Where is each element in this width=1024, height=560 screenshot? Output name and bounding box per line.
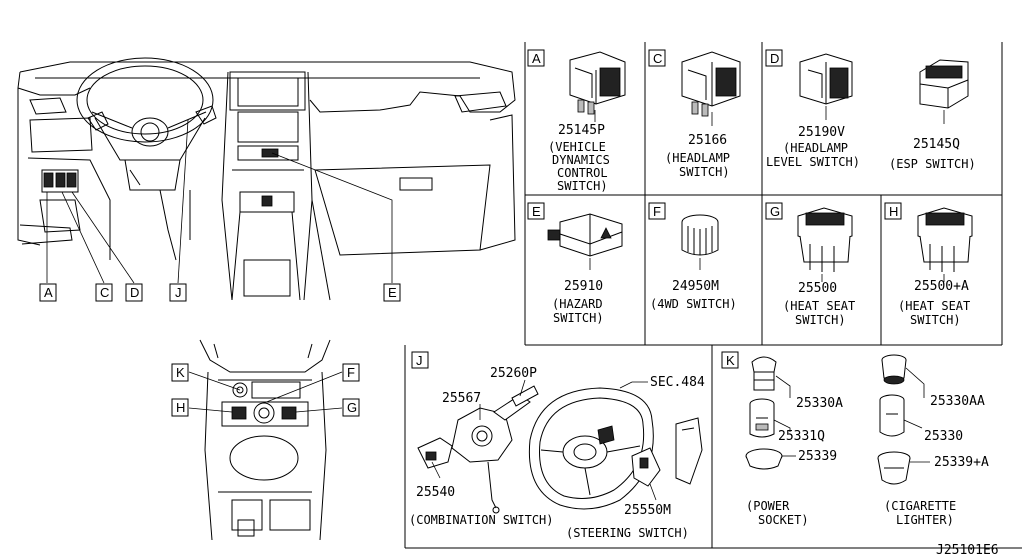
svg-text:CONTROL: CONTROL xyxy=(557,166,608,180)
switch-24950m-drawing xyxy=(681,214,719,270)
svg-text:25331Q: 25331Q xyxy=(778,429,825,444)
dashboard-overview xyxy=(17,57,516,301)
svg-text:J: J xyxy=(416,353,423,368)
overview-label-a: A xyxy=(39,283,57,302)
switch-25190v-drawing xyxy=(799,53,853,120)
panel-d: D 25190V (HEADLAMP LEVEL SWITCH) xyxy=(765,49,860,169)
svg-text:SWITCH): SWITCH) xyxy=(679,165,730,179)
panel-esp: 25145Q (ESP SWITCH) xyxy=(889,59,976,171)
svg-text:25540: 25540 xyxy=(416,485,455,500)
svg-text:(HEADLAMP: (HEADLAMP xyxy=(783,141,848,155)
switch-25500a-drawing xyxy=(917,207,973,282)
svg-text:25330A: 25330A xyxy=(796,396,843,411)
panel-a: A 25145P (VEHICLE DYNAMICS CONTROL SWITC… xyxy=(527,49,626,193)
svg-text:D: D xyxy=(130,285,139,300)
svg-text:(STEERING SWITCH): (STEERING SWITCH) xyxy=(566,526,689,540)
svg-text:A: A xyxy=(532,51,541,66)
svg-text:(ESP SWITCH): (ESP SWITCH) xyxy=(889,157,976,171)
svg-text:SWITCH): SWITCH) xyxy=(557,179,608,193)
svg-text:C: C xyxy=(100,285,109,300)
console-label-h: H xyxy=(171,398,189,417)
switch-25145p-drawing xyxy=(569,51,626,122)
svg-text:E: E xyxy=(388,285,397,300)
svg-text:25500: 25500 xyxy=(798,281,837,296)
svg-text:K: K xyxy=(726,353,735,368)
svg-text:C: C xyxy=(653,51,662,66)
svg-text:25330AA: 25330AA xyxy=(930,394,985,409)
panel-f: F 24950M (4WD SWITCH) xyxy=(648,202,737,311)
svg-text:G: G xyxy=(347,400,357,415)
panel-grid-lines xyxy=(404,42,1022,549)
svg-text:K: K xyxy=(176,365,185,380)
svg-text:25550M: 25550M xyxy=(624,503,671,518)
svg-text:(HEAT SEAT: (HEAT SEAT xyxy=(898,299,970,313)
svg-text:(VEHICLE: (VEHICLE xyxy=(548,140,606,154)
console-label-g: G xyxy=(342,398,360,417)
svg-text:25166: 25166 xyxy=(688,133,727,148)
svg-text:SEC.484: SEC.484 xyxy=(650,375,705,390)
overview-label-j: J xyxy=(169,283,187,302)
overview-label-c: C xyxy=(95,283,113,302)
svg-text:F: F xyxy=(653,204,661,219)
svg-text:25910: 25910 xyxy=(564,279,603,294)
svg-text:SOCKET): SOCKET) xyxy=(758,513,809,527)
svg-text:25190V: 25190V xyxy=(798,125,845,140)
steering-wheel-drawing xyxy=(528,381,703,510)
console-label-f: F xyxy=(342,363,360,382)
svg-text:25500+A: 25500+A xyxy=(914,279,969,294)
svg-text:SWITCH): SWITCH) xyxy=(553,311,604,325)
svg-text:24950M: 24950M xyxy=(672,279,719,294)
svg-text:(HAZARD: (HAZARD xyxy=(552,297,603,311)
switch-25910-drawing xyxy=(547,213,623,270)
svg-text:25339+A: 25339+A xyxy=(934,455,989,470)
switch-25166-drawing xyxy=(681,51,741,126)
svg-text:(COMBINATION SWITCH): (COMBINATION SWITCH) xyxy=(409,513,554,527)
svg-text:SWITCH): SWITCH) xyxy=(910,313,961,327)
combination-switch-drawing xyxy=(417,379,539,514)
power-socket-drawing xyxy=(745,356,796,470)
svg-text:SWITCH): SWITCH) xyxy=(795,313,846,327)
svg-text:(HEADLAMP: (HEADLAMP xyxy=(665,151,730,165)
svg-text:DYNAMICS: DYNAMICS xyxy=(552,153,610,167)
svg-text:25567: 25567 xyxy=(442,391,481,406)
center-console xyxy=(188,339,343,541)
svg-text:H: H xyxy=(176,400,185,415)
svg-text:25145P: 25145P xyxy=(558,123,605,138)
switch-25145q-drawing xyxy=(919,59,969,124)
panel-c: C 25166 (HEADLAMP SWITCH) xyxy=(648,49,741,179)
svg-text:LEVEL SWITCH): LEVEL SWITCH) xyxy=(766,155,860,169)
panel-g: G 25500 (HEAT SEAT SWITCH) xyxy=(765,202,855,327)
svg-text:25330: 25330 xyxy=(924,429,963,444)
svg-text:E: E xyxy=(532,204,541,219)
switch-25500-drawing xyxy=(797,207,853,282)
svg-text:A: A xyxy=(44,285,53,300)
panel-e: E 25910 (HAZARD SWITCH) xyxy=(527,202,623,325)
panel-j: J xyxy=(409,351,705,540)
svg-text:D: D xyxy=(770,51,779,66)
svg-text:H: H xyxy=(889,204,898,219)
svg-text:25339: 25339 xyxy=(798,449,837,464)
overview-label-d: D xyxy=(125,283,143,302)
overview-label-e: E xyxy=(383,283,401,302)
diagram-id: J25101E6 xyxy=(936,543,999,558)
cigarette-lighter-drawing xyxy=(877,354,930,485)
svg-text:(4WD SWITCH): (4WD SWITCH) xyxy=(650,297,737,311)
svg-text:25145Q: 25145Q xyxy=(913,137,960,152)
svg-text:(HEAT SEAT: (HEAT SEAT xyxy=(783,299,855,313)
svg-text:(CIGARETTE: (CIGARETTE xyxy=(884,499,956,513)
panel-k: K xyxy=(721,351,989,527)
svg-text:F: F xyxy=(347,365,355,380)
svg-text:LIGHTER): LIGHTER) xyxy=(896,513,954,527)
panel-h: H 25500+A (HEAT SEAT SWITCH) xyxy=(884,202,973,327)
svg-text:25260P: 25260P xyxy=(490,366,537,381)
svg-text:(POWER: (POWER xyxy=(746,499,790,513)
svg-text:G: G xyxy=(770,204,780,219)
svg-text:J: J xyxy=(175,285,182,300)
console-label-k: K xyxy=(171,363,189,382)
